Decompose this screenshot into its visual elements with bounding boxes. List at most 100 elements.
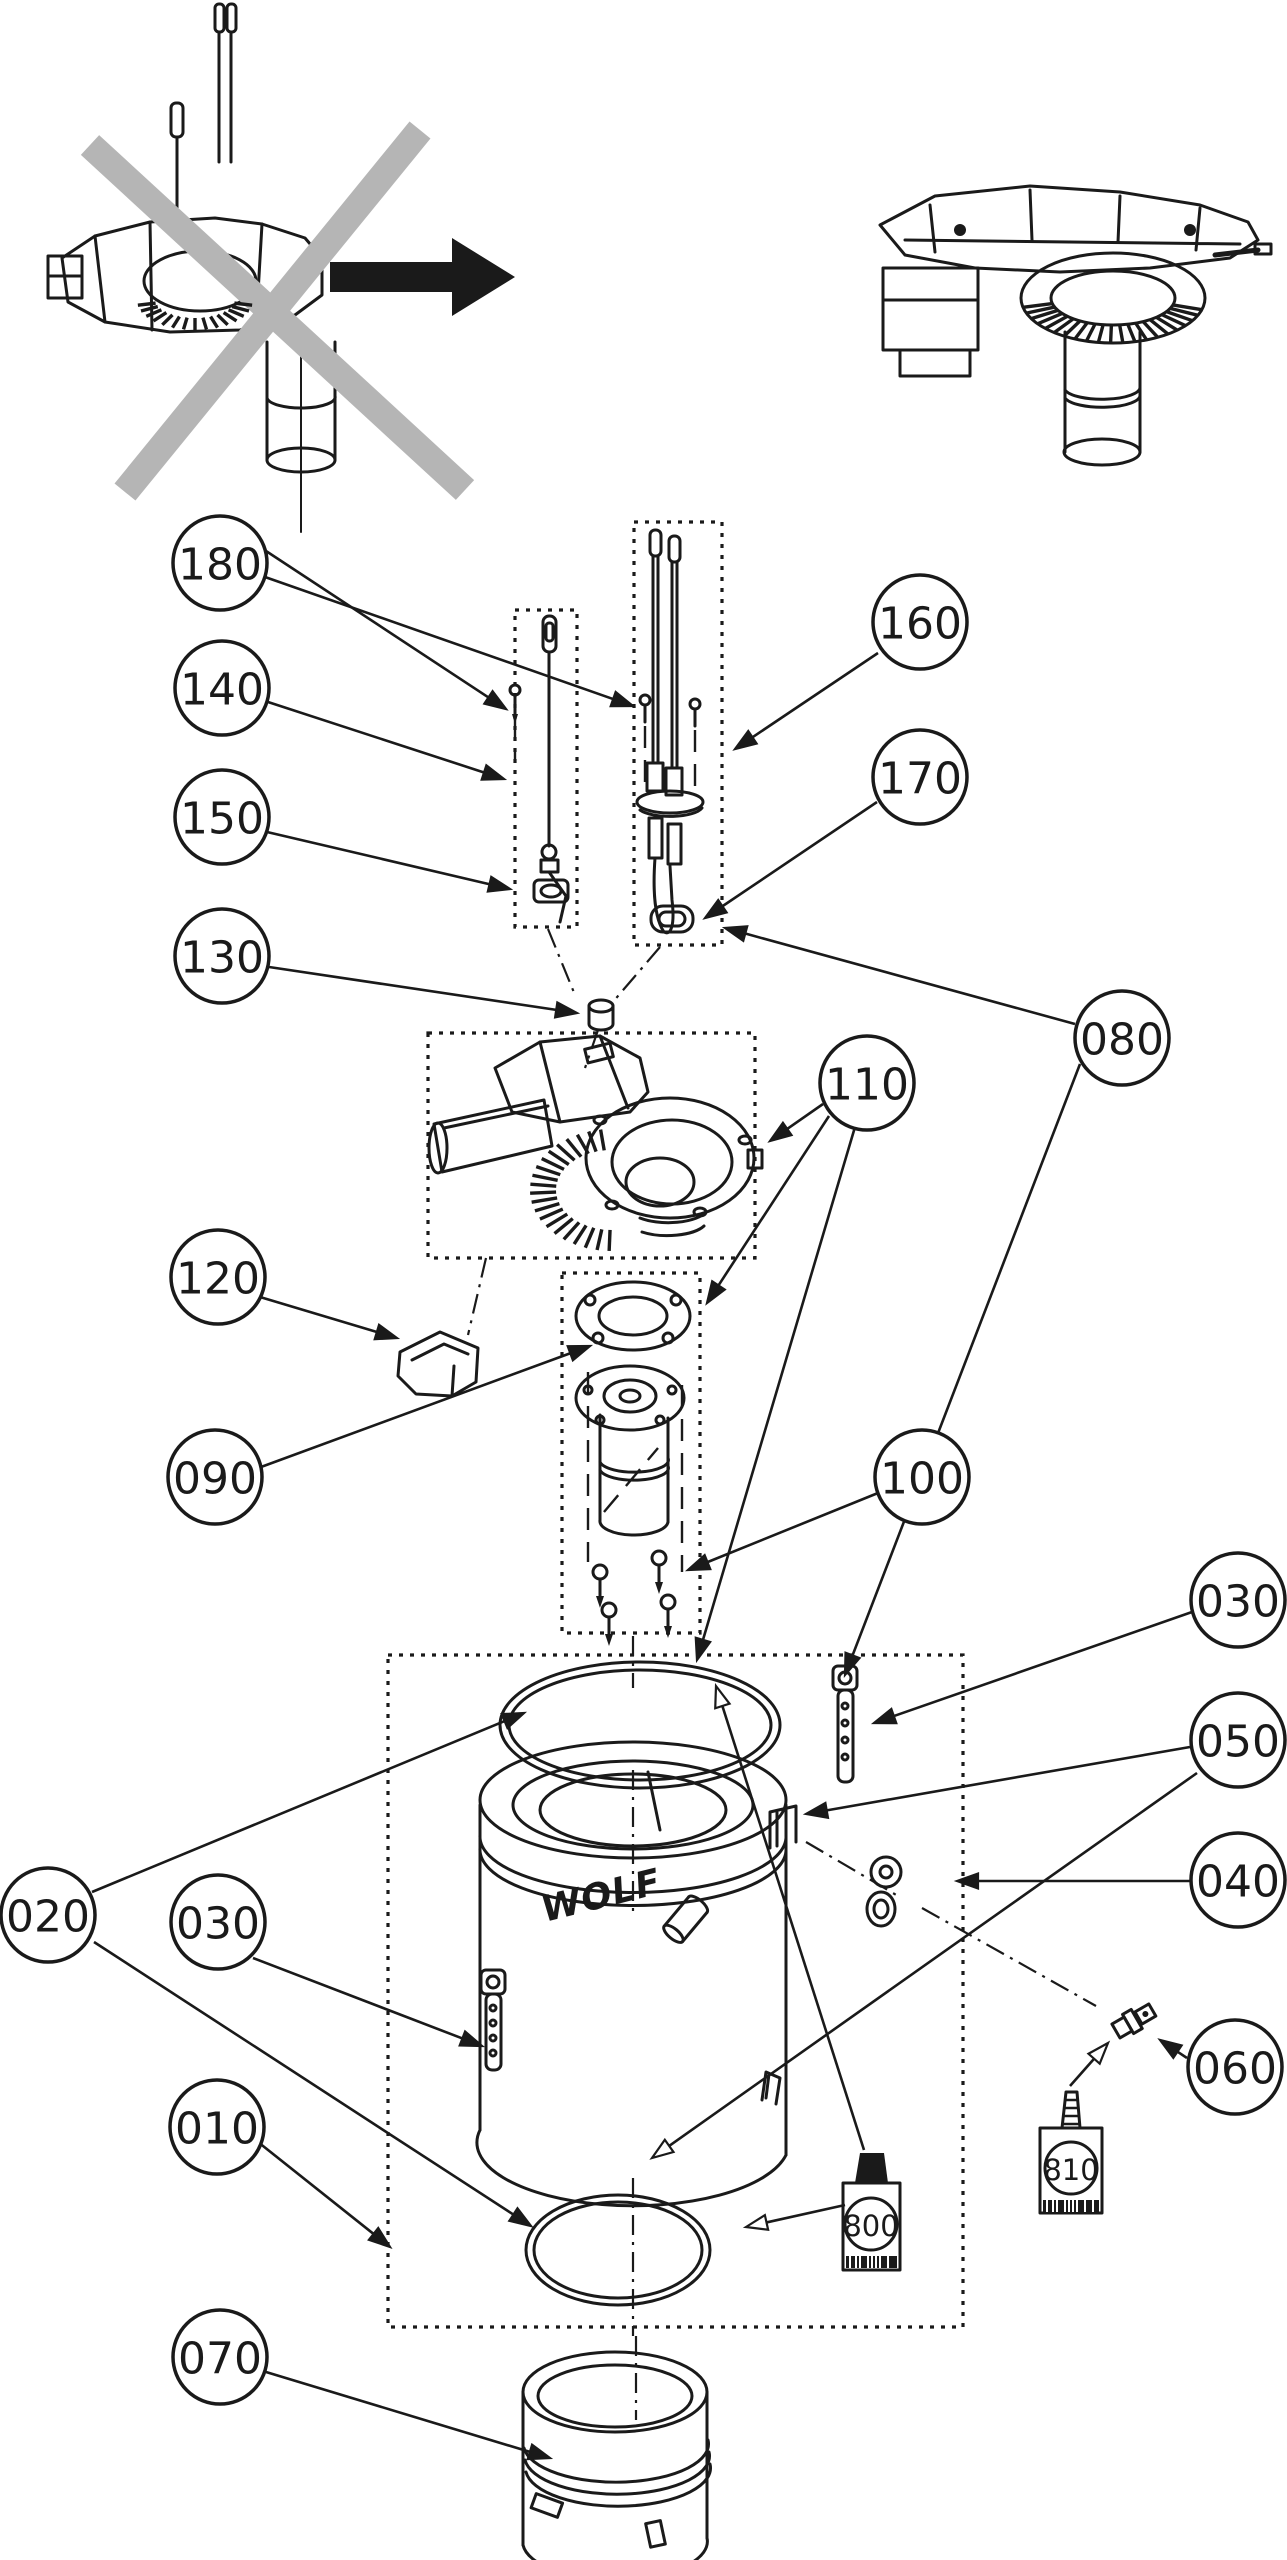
leader-line	[721, 1705, 866, 2151]
callout-circle	[871, 728, 969, 826]
callout-040: 040	[1189, 1831, 1287, 1929]
fin	[1096, 324, 1105, 343]
fin	[1141, 320, 1159, 339]
arrowhead-icon	[486, 875, 514, 893]
fin	[1126, 323, 1137, 343]
bottom-oring-part	[524, 2193, 712, 2307]
leader-150	[266, 830, 514, 893]
leader-line	[264, 575, 614, 701]
leader-110-a	[767, 1102, 824, 1143]
rod-tip	[213, 2, 226, 34]
callout-label: 170	[878, 754, 962, 805]
fin	[209, 315, 219, 329]
arrowhead-icon	[684, 1553, 712, 1572]
fan-fins-incorrect-figure	[137, 301, 253, 330]
callout-label: 130	[180, 933, 264, 984]
arrowhead-icon	[566, 1344, 594, 1363]
fin	[555, 1143, 576, 1162]
bracket-part	[396, 1330, 480, 1398]
fin	[145, 308, 163, 318]
fin	[562, 1221, 581, 1241]
fin	[545, 1212, 569, 1229]
fin	[531, 1196, 558, 1204]
leader-line	[668, 1771, 1198, 2147]
callout-100: 100	[873, 1428, 971, 1526]
callout-circle	[171, 2308, 269, 2406]
leader-line	[893, 1610, 1193, 1718]
fin	[1053, 317, 1075, 334]
callout-circle	[1189, 1831, 1287, 1929]
callout-circle	[873, 1428, 971, 1526]
leader-170	[702, 800, 878, 920]
callout-010: 010	[168, 2078, 266, 2176]
callout-130: 130	[173, 907, 271, 1005]
box-heating-element	[632, 520, 724, 947]
leader-100	[684, 1491, 879, 1572]
callout-label: 140	[180, 665, 264, 716]
leader-180-b	[264, 575, 637, 708]
fin	[1172, 303, 1203, 312]
leader-120	[259, 1295, 401, 1341]
leader-060	[1157, 2038, 1188, 2060]
leader-line	[826, 1745, 1191, 1812]
leader-180-a	[265, 549, 509, 711]
sleeve-part	[521, 2350, 712, 2560]
callout-070: 070	[171, 2308, 269, 2406]
leader-030-right	[870, 1610, 1193, 1725]
leader-800-oring	[742, 2203, 846, 2232]
leader-020-b	[93, 1940, 534, 2228]
lubricant-bottle-810: 810	[1038, 2090, 1104, 2215]
fin	[553, 1217, 574, 1235]
leader-line	[93, 1940, 515, 2216]
arrowhead-icon	[953, 1871, 980, 1891]
fin	[140, 304, 159, 313]
element-gasket	[649, 904, 695, 934]
arrowhead-icon	[721, 925, 749, 943]
leader-110-b	[705, 1115, 831, 1306]
clip-part-upper	[768, 1804, 798, 1850]
arrowhead-icon	[373, 1322, 401, 1341]
fin	[572, 1224, 588, 1246]
callout-label: 180	[178, 540, 262, 591]
pump-screws	[591, 1549, 677, 1646]
leader-line	[265, 2370, 531, 2454]
leader-050-a	[802, 1745, 1191, 1820]
fin	[547, 1149, 570, 1166]
side-connection-part	[865, 1855, 903, 1928]
fin	[234, 301, 253, 307]
fin	[181, 317, 189, 330]
fin	[539, 1207, 564, 1221]
callout-circle	[1189, 1551, 1287, 1649]
box-tank	[386, 1653, 965, 2329]
leader-040	[953, 1871, 1190, 1891]
sensor-gasket	[532, 878, 570, 904]
sensor-eyelet	[169, 101, 185, 139]
callout-circle	[1189, 1691, 1287, 1789]
callout-label: 160	[878, 599, 962, 650]
callout-label: 030	[176, 1899, 260, 1950]
fin	[532, 1173, 558, 1182]
fan-fins-correct-figure	[1022, 301, 1203, 344]
callout-090: 090	[166, 1428, 264, 1526]
callout-label: 110	[825, 1060, 909, 1111]
fin	[1134, 322, 1149, 341]
callout-circle	[818, 1034, 916, 1132]
leader-line	[268, 965, 557, 1012]
arrowhead-icon	[1157, 2038, 1184, 2060]
bottle-label-810: 810	[1043, 2153, 1098, 2187]
leader-line	[851, 1063, 1082, 1656]
callout-label: 120	[176, 1254, 260, 1305]
centerline	[583, 1029, 600, 1069]
arrowhead-icon	[705, 1279, 727, 1306]
centerline	[546, 928, 577, 996]
fin	[1026, 305, 1055, 315]
leader-130	[268, 965, 581, 1019]
fin	[227, 308, 245, 318]
leader-line	[260, 1352, 571, 1469]
fin	[1165, 310, 1193, 323]
callout-030-left: 030	[169, 1873, 267, 1971]
callout-label: 100	[880, 1454, 964, 1505]
leader-line	[744, 932, 1076, 1026]
callout-160: 160	[871, 573, 969, 671]
